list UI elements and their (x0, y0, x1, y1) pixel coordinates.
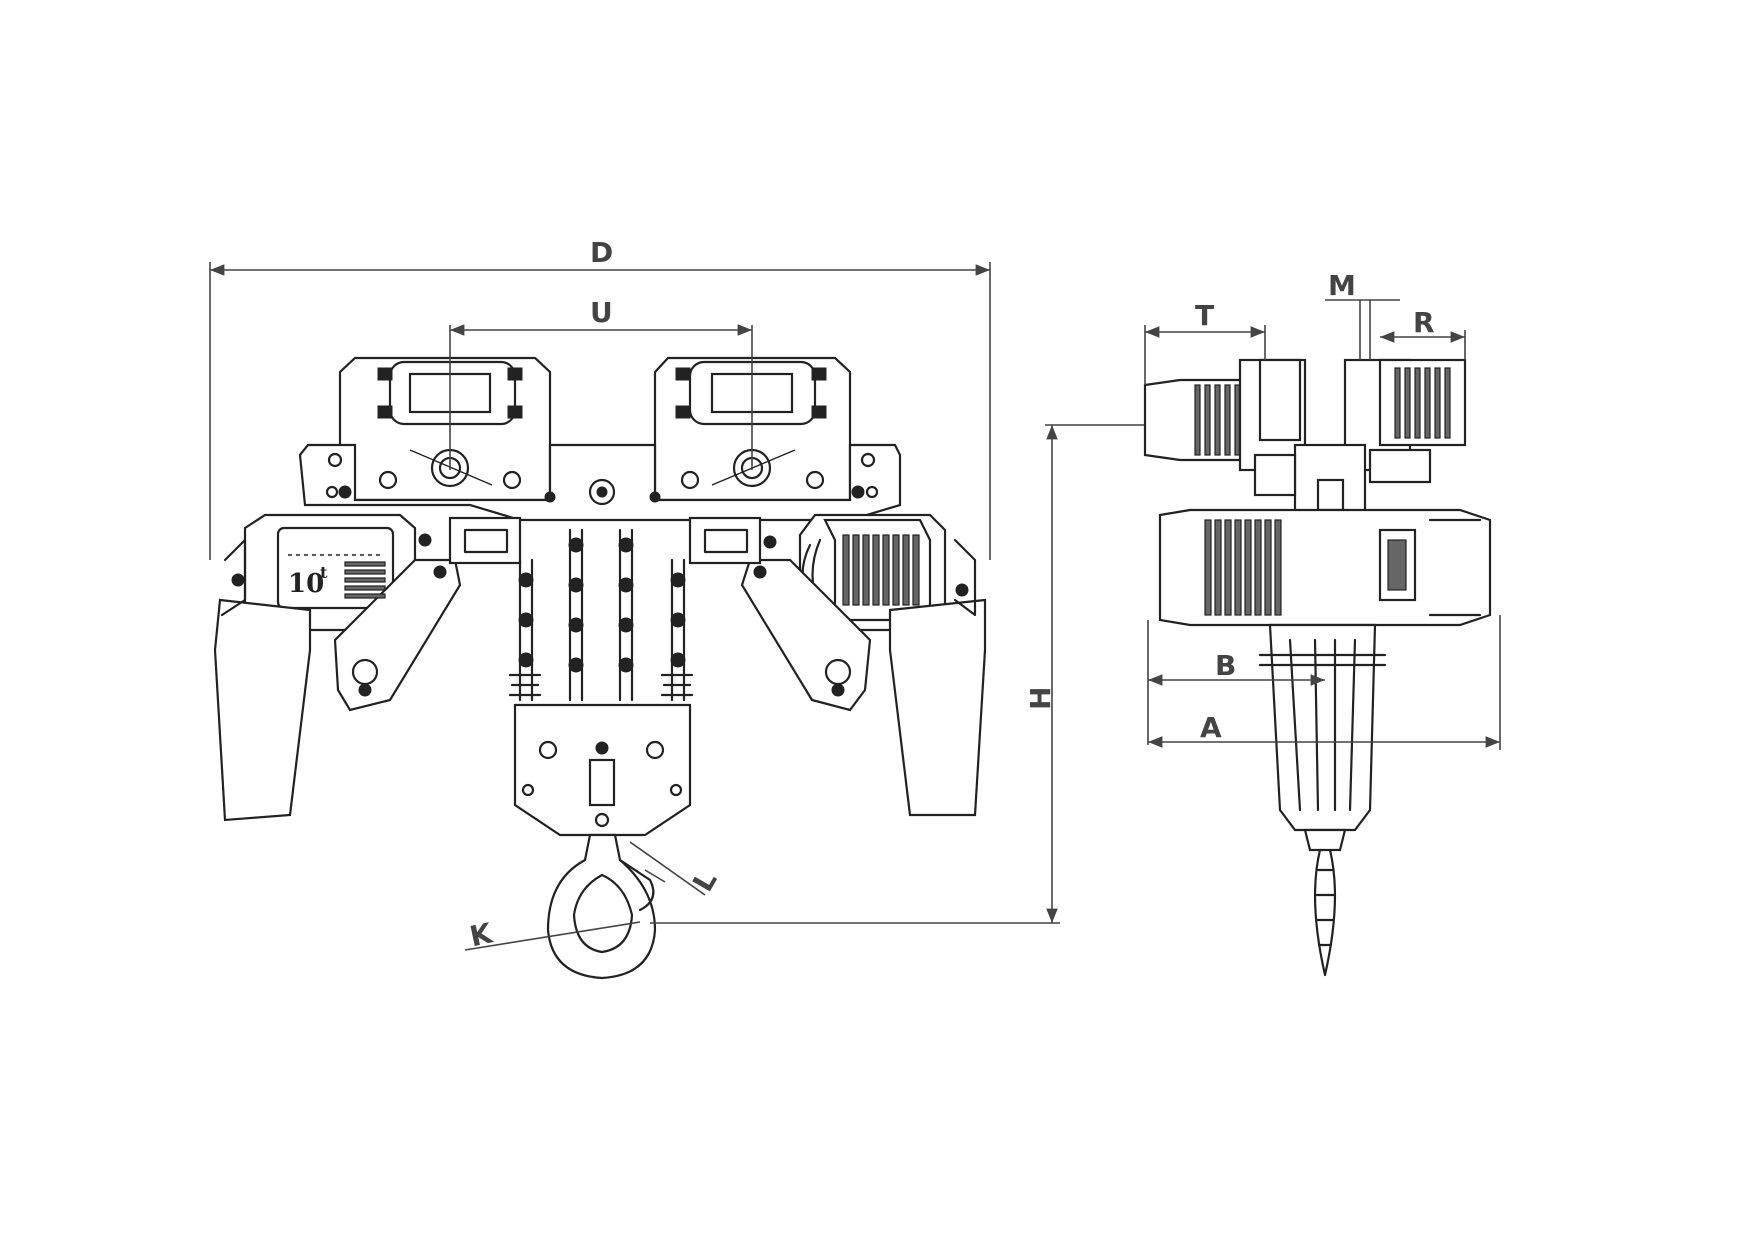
left-chain-guide (448, 516, 522, 565)
side-view (1143, 358, 1492, 977)
left-hoist-motor: 10 t (213, 513, 462, 822)
load-chains (508, 528, 694, 702)
capacity-plate-value: 10 (288, 569, 324, 599)
capacity-plate-unit: t (320, 563, 328, 582)
left-trolley-housing (338, 356, 552, 502)
front-view: 10 t (213, 356, 987, 980)
dimension-label-k: K (467, 916, 496, 953)
dimension-label-h: H (1024, 687, 1057, 710)
side-view-dimensions: T M R B A (1144, 269, 1501, 750)
dimension-label-l: L (686, 865, 724, 897)
load-hook (546, 833, 657, 980)
main-crossbeam (298, 443, 902, 522)
dimension-label-t: T (1195, 299, 1214, 332)
dimension-label-d: D (590, 236, 613, 269)
right-chain-guide (688, 516, 762, 565)
front-view-dimensions: D U K L H (209, 236, 1145, 953)
dimension-label-b: B (1215, 649, 1236, 682)
right-hoist-motor (740, 513, 987, 817)
dimension-label-m: M (1328, 269, 1356, 302)
dimension-label-u: U (590, 296, 613, 329)
dimension-label-a: A (1200, 711, 1222, 744)
dimension-label-r: R (1413, 306, 1435, 339)
